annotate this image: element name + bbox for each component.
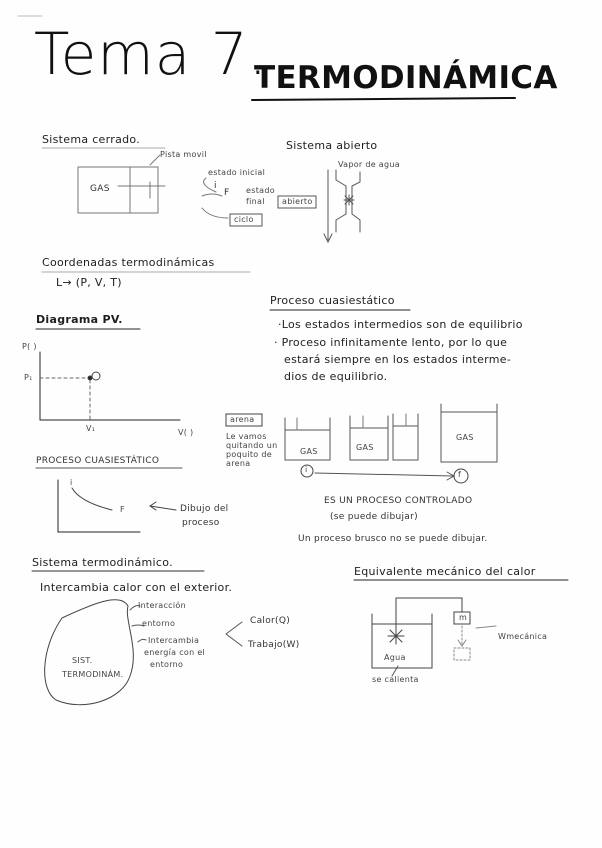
sist-label-1: SIST. [72, 656, 93, 665]
coordenadas-formula: L→ (P, V, T) [56, 276, 122, 289]
estado-inicial-label: estado inicial [208, 168, 265, 177]
entorno-label: entorno [142, 619, 175, 628]
i-label: i [214, 181, 217, 191]
pv-p1-label: P₁ [24, 373, 33, 382]
sist-label-2: TERMODINÁM. [62, 670, 123, 679]
vapor-label: Vapor de agua [338, 160, 400, 169]
estado-final-label-1: estado [246, 186, 275, 195]
equivalente-heading: Equivalente mecánico del calor [354, 565, 536, 578]
piston-label: Pista movil [160, 150, 207, 159]
cylinder-gas-3: GAS [456, 433, 474, 442]
intercambia-3: entorno [150, 660, 183, 669]
sistema-cerrado-heading: Sistema cerrado. [42, 133, 140, 146]
intercambia-2: energía con el [144, 648, 205, 657]
bullet-2-line-3: dios de equilibrio. [284, 370, 387, 383]
title-subject: TERMODINÁMICA [254, 60, 558, 96]
graph-note-1: Dibujo del [180, 504, 228, 514]
arena-note-3: poquito de [226, 450, 272, 459]
ciclo-label: ciclo [234, 215, 254, 224]
state-f-label: f [458, 470, 461, 479]
sistema-termo-heading: Sistema termodinámico. [32, 556, 173, 569]
cuasiestatico-heading: Proceso cuasiestático [270, 294, 395, 307]
graph-f-label: F [120, 505, 125, 514]
cylinder-gas-2: GAS [356, 443, 374, 452]
bullet-1: ·Los estados intermedios son de equilibr… [278, 318, 523, 331]
controlado-line-1: ES UN PROCESO CONTROLADO [324, 496, 472, 506]
bullet-2-line-2: estará siempre en los estados interme- [284, 353, 511, 366]
pv-x-axis-label: V( ) [178, 428, 193, 437]
title-tema: Tema 7. [34, 20, 268, 88]
graph-i-label: i [70, 478, 73, 487]
interaccion-label: Interacción [138, 601, 186, 610]
intercambia-1: Intercambia [148, 636, 199, 645]
controlado-line-2: (se puede dibujar) [330, 512, 418, 522]
pv-y-axis-label: P( ) [22, 342, 37, 351]
diagrama-pv-heading: Diagrama PV. [36, 313, 123, 326]
coordenadas-heading: Coordenadas termodinámicas [42, 256, 215, 269]
w-mecanica-label: Wmecánica [498, 632, 547, 641]
abierto-label: abierto [282, 197, 313, 206]
brusco-line: Un proceso brusco no se puede dibujar. [298, 534, 488, 544]
arena-note-2: quitando un [226, 441, 277, 450]
calor-label: Calor(Q) [250, 616, 290, 626]
arena-note-1: Le vamos [226, 432, 267, 441]
f-label: F [224, 188, 229, 198]
arena-note-4: arena [226, 459, 250, 468]
mass-label: m [459, 613, 467, 622]
arena-label: arena [230, 415, 254, 424]
trabajo-label: Trabajo(W) [248, 640, 300, 650]
pv-v1-label: V₁ [86, 424, 95, 433]
graph-note-2: proceso [182, 518, 220, 528]
sistema-termo-subheading: Intercambia calor con el exterior. [40, 581, 232, 594]
calienta-label: se calienta [372, 675, 419, 684]
graph-heading: PROCESO CUASIESTÁTICO [36, 456, 159, 466]
cylinder-gas-1: GAS [300, 447, 318, 456]
estado-final-label-2: final [246, 197, 265, 206]
gas-label: GAS [90, 184, 110, 194]
state-i-label: i [305, 465, 308, 474]
sistema-abierto-heading: Sistema abierto [286, 139, 377, 152]
bullet-2-line-1: · Proceso infinitamente lento, por lo qu… [274, 336, 507, 349]
agua-label: Agua [384, 653, 406, 662]
